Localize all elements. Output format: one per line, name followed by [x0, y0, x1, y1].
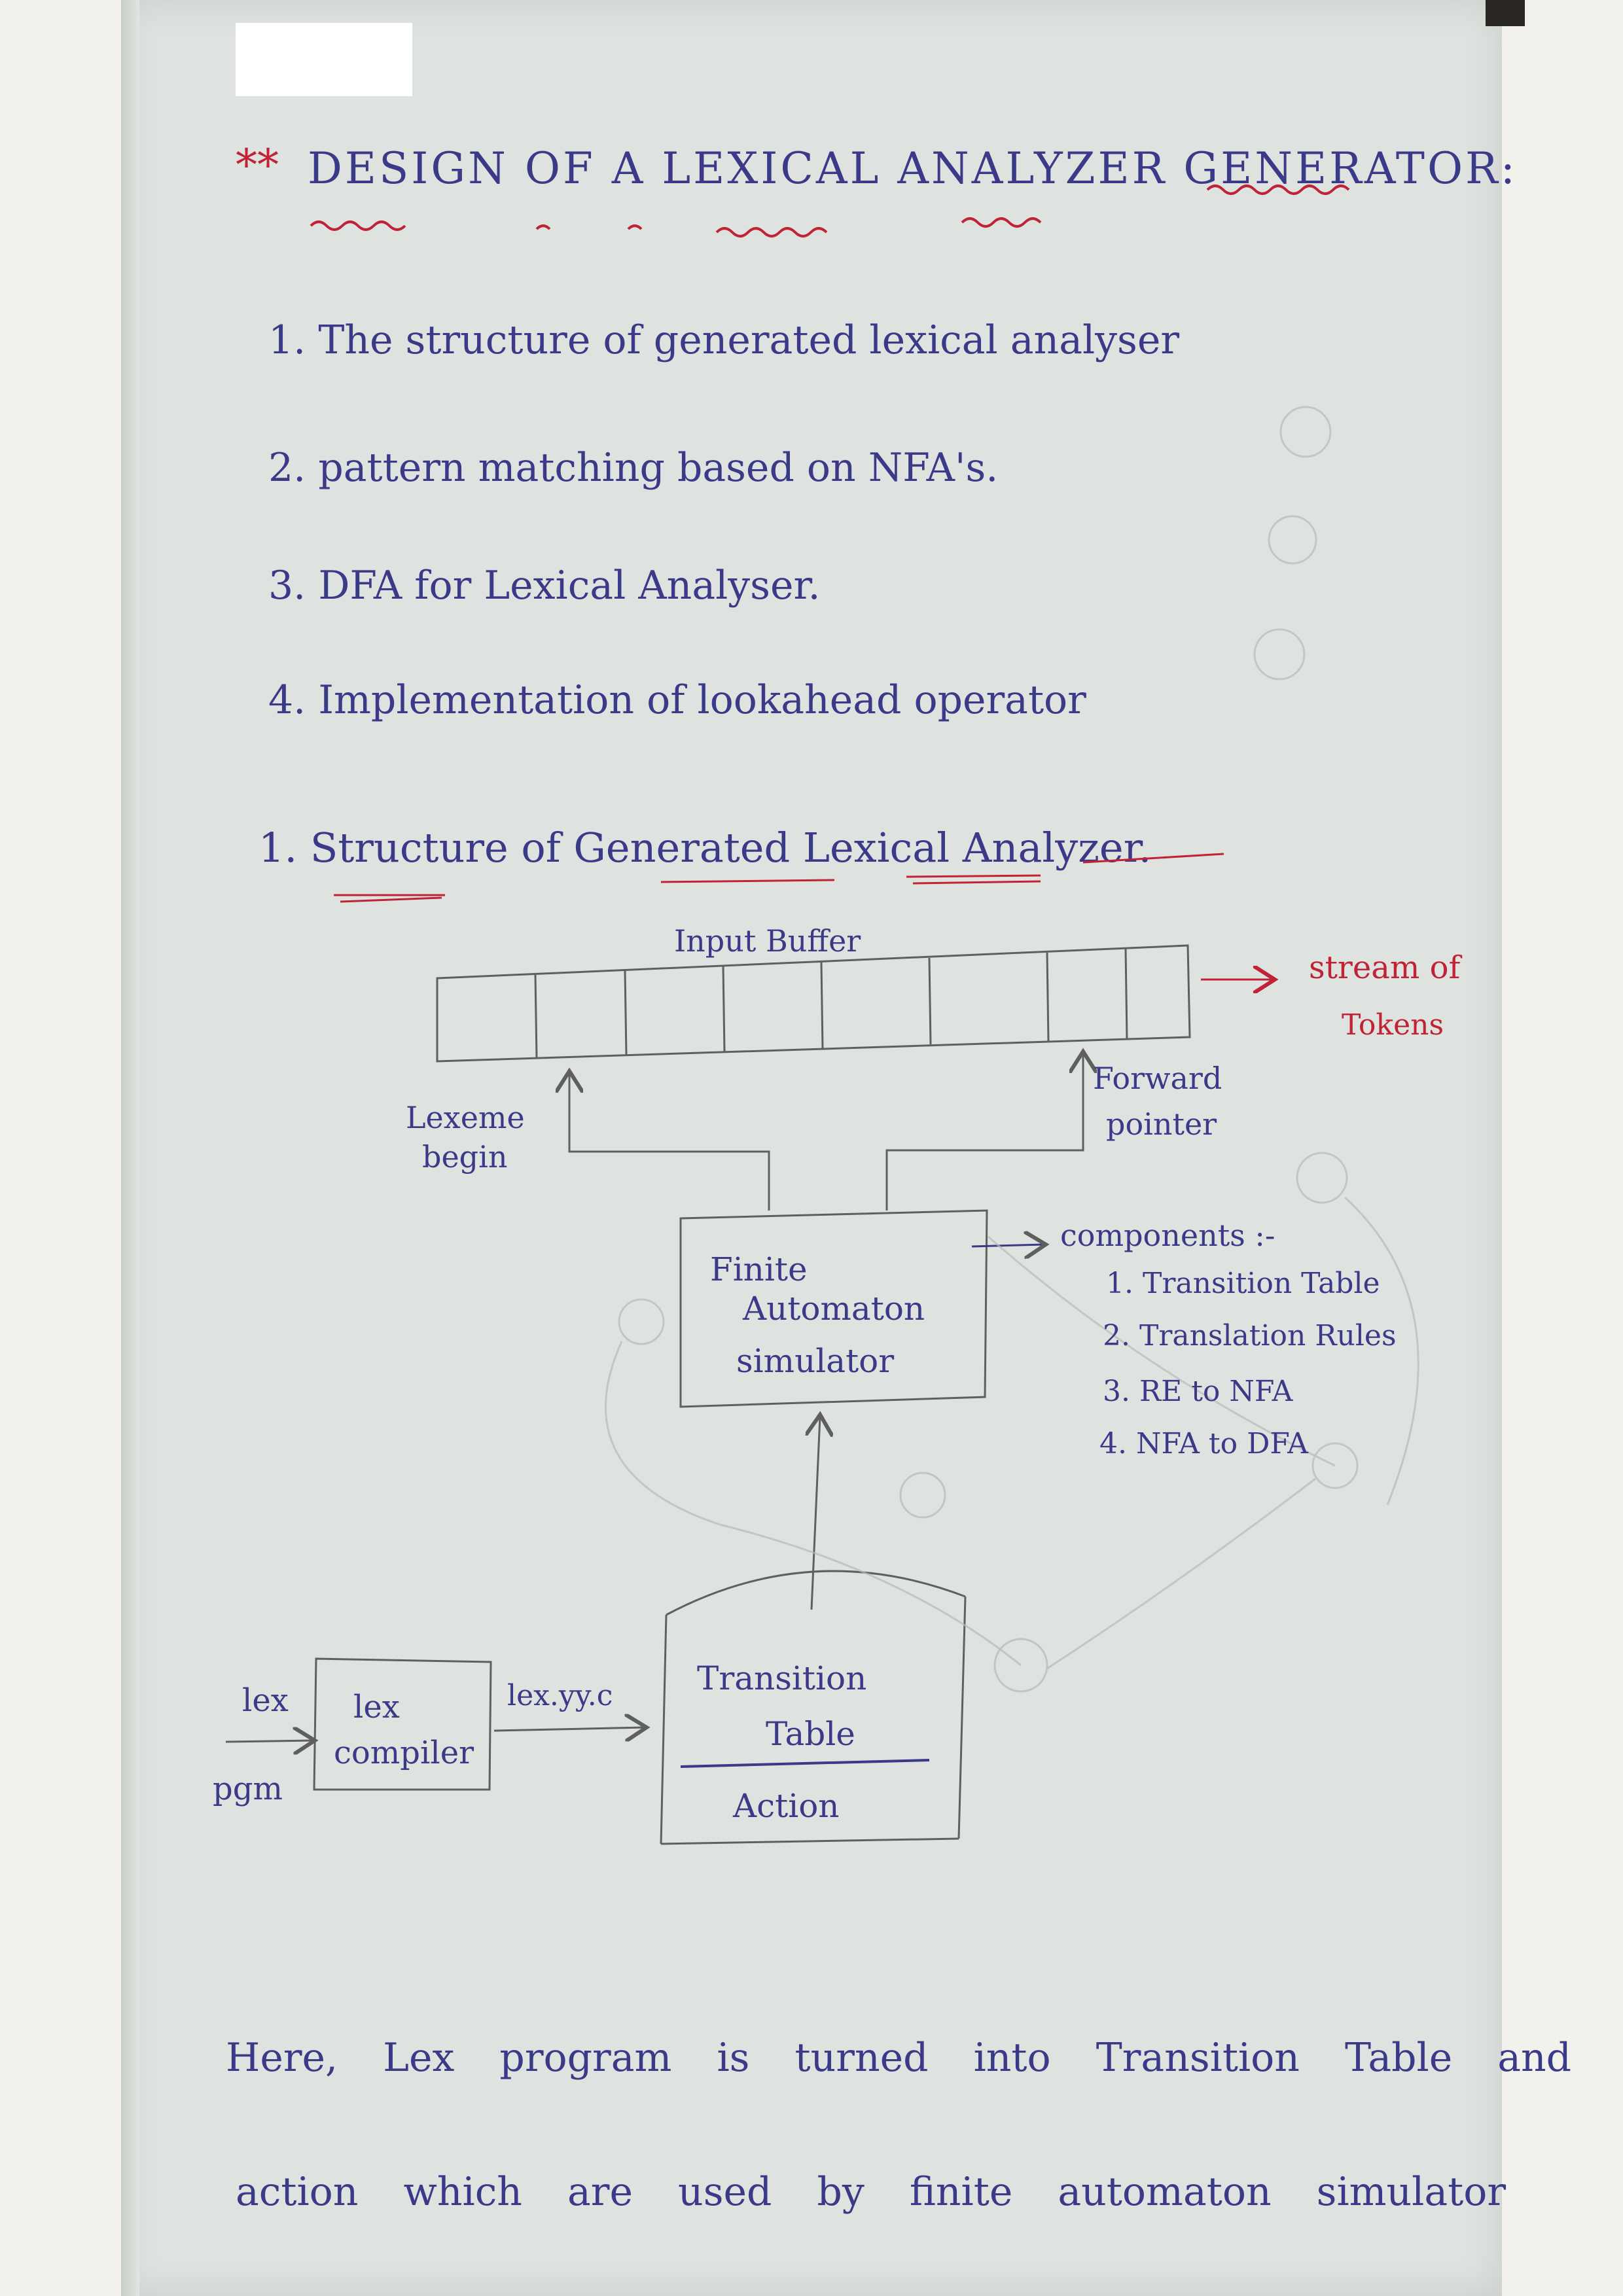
lex-program-label-line2: pgm [213, 1771, 283, 1807]
note-line: Here, Lex program is turned into Transit… [226, 2035, 1572, 2081]
photo-corner-shadow [1486, 0, 1525, 26]
title-marker: ** [236, 140, 279, 190]
title-underlines [310, 185, 1350, 238]
table-divider [680, 1759, 930, 1768]
simulator-label: Finite [710, 1250, 808, 1288]
input-buffer-label: Input Buffer [674, 923, 861, 959]
lex-program-label: lex [242, 1682, 289, 1719]
show-through-marks [605, 406, 1419, 1693]
components-arrow [971, 1245, 1044, 1246]
table-to-simulator-arrow [812, 1417, 820, 1610]
component-item: 2. Translation Rules [1103, 1319, 1397, 1352]
transition-table-label-line2: Table [766, 1715, 855, 1753]
forward-pointer-arrow [885, 1053, 1083, 1210]
components-heading: components :- [1060, 1218, 1275, 1253]
lex-output-arrow [493, 1727, 645, 1731]
page-binding-edge [121, 0, 139, 2296]
note-line: action which are used by finite automato… [236, 2169, 1507, 2215]
component-item: 4. NFA to DFA [1099, 1427, 1308, 1460]
transition-table-label: Transition [697, 1659, 867, 1697]
tokens-label: Tokens [1342, 1008, 1444, 1042]
lex-compiler-label: lex [353, 1689, 400, 1725]
transition-table-cylinder [660, 1570, 967, 1845]
action-label: Action [733, 1787, 840, 1825]
contents-item: 3. DFA for Lexical Analyser. [268, 563, 821, 609]
forward-pointer-label-line2: pointer [1106, 1106, 1217, 1142]
heading-underlines [334, 853, 1224, 903]
contents-item: 4. Implementation of lookahead operator [268, 677, 1086, 723]
simulator-box [679, 1209, 988, 1408]
lex-program-arrow [225, 1740, 313, 1742]
forward-pointer-label: Forward [1093, 1061, 1222, 1096]
contents-item: 2. pattern matching based on NFA's. [268, 445, 999, 491]
lexeme-begin-arrow [569, 1073, 770, 1210]
lexeme-begin-label: Lexeme [406, 1100, 525, 1135]
component-item: 3. RE to NFA [1103, 1375, 1293, 1408]
lex-compiler-label-line2: compiler [334, 1735, 474, 1771]
component-item: 1. Transition Table [1106, 1267, 1380, 1300]
redacted-box [236, 23, 412, 96]
input-buffer [436, 944, 1191, 1063]
lexeme-begin-label-line2: begin [422, 1139, 508, 1174]
section-heading: 1. Structure of Generated Lexical Analyz… [259, 824, 1152, 872]
simulator-label-line2: Automaton [743, 1290, 925, 1328]
stream-label: stream of [1309, 949, 1461, 986]
notebook-page [121, 0, 1502, 2296]
contents-item: 1. The structure of generated lexical an… [268, 317, 1180, 363]
lex-output-label: lex.yy.c [507, 1679, 613, 1712]
simulator-label-line3: simulator [736, 1342, 895, 1380]
page-title: DESIGN OF A LEXICAL ANALYZER GENERATOR: [308, 143, 1518, 194]
